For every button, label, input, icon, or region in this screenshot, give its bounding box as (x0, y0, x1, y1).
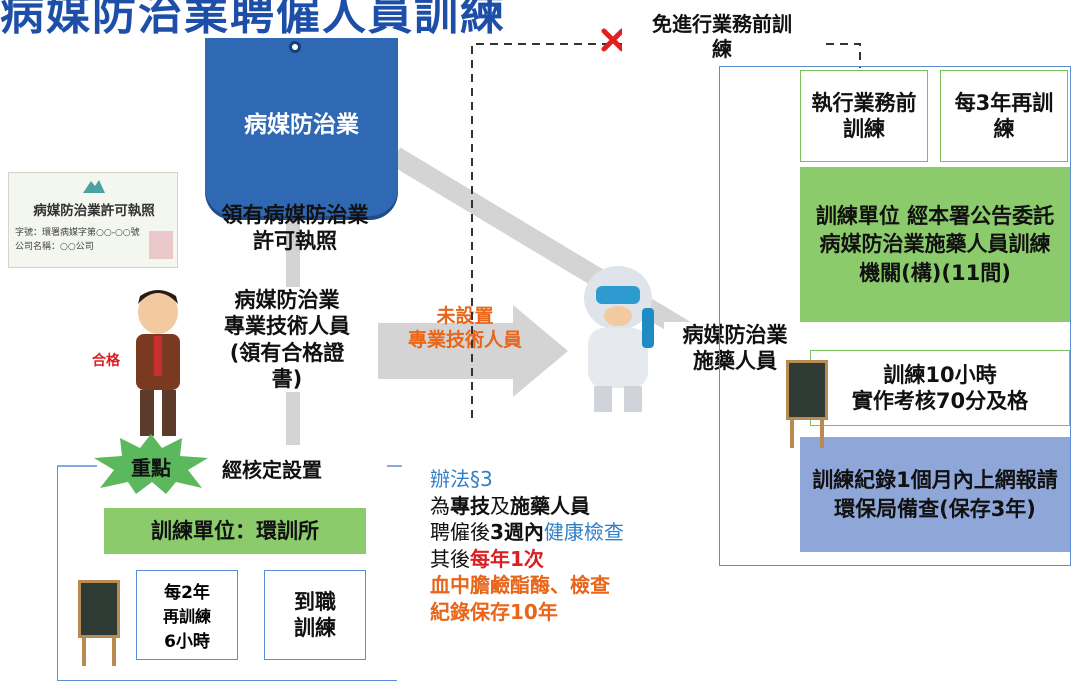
retrain-2y-line1: 每2年 (164, 583, 210, 603)
retrain-3y-box: 每3年再訓練 (940, 70, 1068, 162)
license-card-number: 字號：環署病媒字第○○-○○號 (15, 228, 140, 238)
pre-training-text: 執行業務前訓練 (811, 90, 917, 141)
license-caption-line1: 領有病媒防治業 (221, 203, 369, 227)
tech-line1: 病媒防治業 (234, 288, 340, 312)
badge-hole-icon (289, 41, 301, 53)
regulation-line6: 紀錄保存10年 (430, 599, 558, 624)
applicator-person-icon (584, 266, 654, 412)
pre-training-box: 執行業務前訓練 (800, 70, 928, 162)
tech-line3: (領有合格證 (229, 340, 345, 365)
retrain-3y-text: 每3年再訓練 (954, 90, 1054, 141)
arrow-label-line1: 未設置 (436, 305, 494, 327)
tech-line4: 書) (271, 366, 303, 391)
training-unit-box: 訓練單位 經本署公告委託病媒防治業施藥人員訓練機關(構)(11間) (800, 167, 1070, 322)
hours-text: 訓練10小時 (883, 362, 997, 387)
retrain-2y-line2: 再訓練 (162, 607, 211, 626)
record-text: 訓練紀錄1個月內上網報請環保局備查(保存3年) (812, 468, 1058, 521)
flow-arrow (378, 305, 568, 397)
license-card: 病媒防治業許可執照 字號：環署病媒字第○○-○○號 公司名稱：○○公司 (8, 172, 178, 268)
regulation-line2: 為專技及施藥人員 (430, 493, 624, 520)
right-panel (719, 66, 1071, 566)
left-training-unit-text: 訓練單位：環訓所 (151, 518, 319, 543)
easel-left-icon (78, 580, 120, 666)
record-box: 訓練紀錄1個月內上網報請環保局備查(保存3年) (800, 437, 1070, 552)
easel-right-icon (786, 360, 828, 448)
pass-label: 合格 (92, 353, 120, 369)
regulation-line3: 聘僱後3週內健康檢查 (430, 519, 624, 546)
hours-exam-box: 訓練10小時 實作考核70分及格 (810, 350, 1070, 426)
reg-l4b: 每年1次 (470, 546, 544, 571)
key-point-burst (94, 434, 208, 494)
license-caption: 領有病媒防治業 許可執照 (190, 202, 400, 255)
badge-label: 病媒防治業 (244, 112, 359, 138)
arrow-label: 未設置 專業技術人員 (380, 305, 550, 353)
applicator-line1: 病媒防治業 (682, 323, 788, 347)
regulation-title: 辦法§3 (430, 467, 493, 491)
arrow-label-line2: 專業技術人員 (407, 328, 522, 351)
technician-person-icon (136, 290, 180, 436)
retrain-2y-box: 每2年 再訓練 6小時 (136, 570, 238, 660)
onboard-box: 到職 訓練 (264, 570, 366, 660)
reg-l2d: 施藥人員 (510, 493, 590, 518)
reg-l3a: 聘僱後 (430, 520, 490, 545)
exam-text: 實作考核70分及格 (851, 389, 1029, 413)
cross-icon (601, 28, 625, 52)
onboard-line1: 到職 (294, 589, 336, 614)
license-caption-line2: 許可執照 (253, 229, 337, 254)
reg-l2c: 及 (490, 493, 510, 518)
reg-l3c: 健康檢查 (543, 520, 624, 545)
exempt-label: 免進行業務前訓 練 (622, 12, 822, 62)
left-panel (57, 466, 397, 681)
applicator-caption: 病媒防治業 施藥人員 (664, 322, 806, 375)
tech-person-caption: 病媒防治業 專業技術人員 (領有合格證 書) (192, 287, 382, 392)
left-panel-top-line (57, 465, 402, 467)
license-card-title: 病媒防治業許可執照 (33, 203, 155, 219)
reg-l3b: 3週內 (490, 520, 544, 545)
page-title: 病媒防治業聘僱人員訓練 (0, 0, 506, 40)
training-unit-text: 訓練單位 經本署公告委託病媒防治業施藥人員訓練機關(構)(11間) (815, 203, 1055, 285)
license-card-company: 公司名稱：○○公司 (15, 242, 94, 252)
applicator-line2: 施藥人員 (693, 349, 777, 374)
license-stamp (149, 231, 173, 259)
reg-l4a: 其後 (430, 546, 470, 571)
mountain-logo-icon (83, 180, 105, 193)
tech-line2: 專業技術人員 (224, 314, 350, 339)
reg-l2a: 為 (430, 493, 450, 518)
exempt-line2: 練 (712, 37, 732, 61)
left-training-unit-box: 訓練單位：環訓所 (104, 508, 366, 554)
onboard-line2: 訓練 (294, 616, 336, 640)
exempt-line1: 免進行業務前訓 (652, 12, 792, 36)
key-point-label: 重點 (131, 456, 171, 480)
regulation-line5: 血中膽鹼酯酶、檢查 (430, 573, 610, 598)
reg-l2b: 專技 (450, 493, 490, 518)
business-badge (205, 38, 398, 216)
regulation-block: 辦法§3 為專技及施藥人員 聘僱後3週內健康檢查 其後每年1次 血中膽鹼酯酶、檢… (430, 466, 624, 626)
regulation-line4: 其後每年1次 (430, 546, 624, 573)
approved-label: 經核定設置 (218, 454, 326, 483)
retrain-2y-line3: 6小時 (164, 632, 210, 652)
